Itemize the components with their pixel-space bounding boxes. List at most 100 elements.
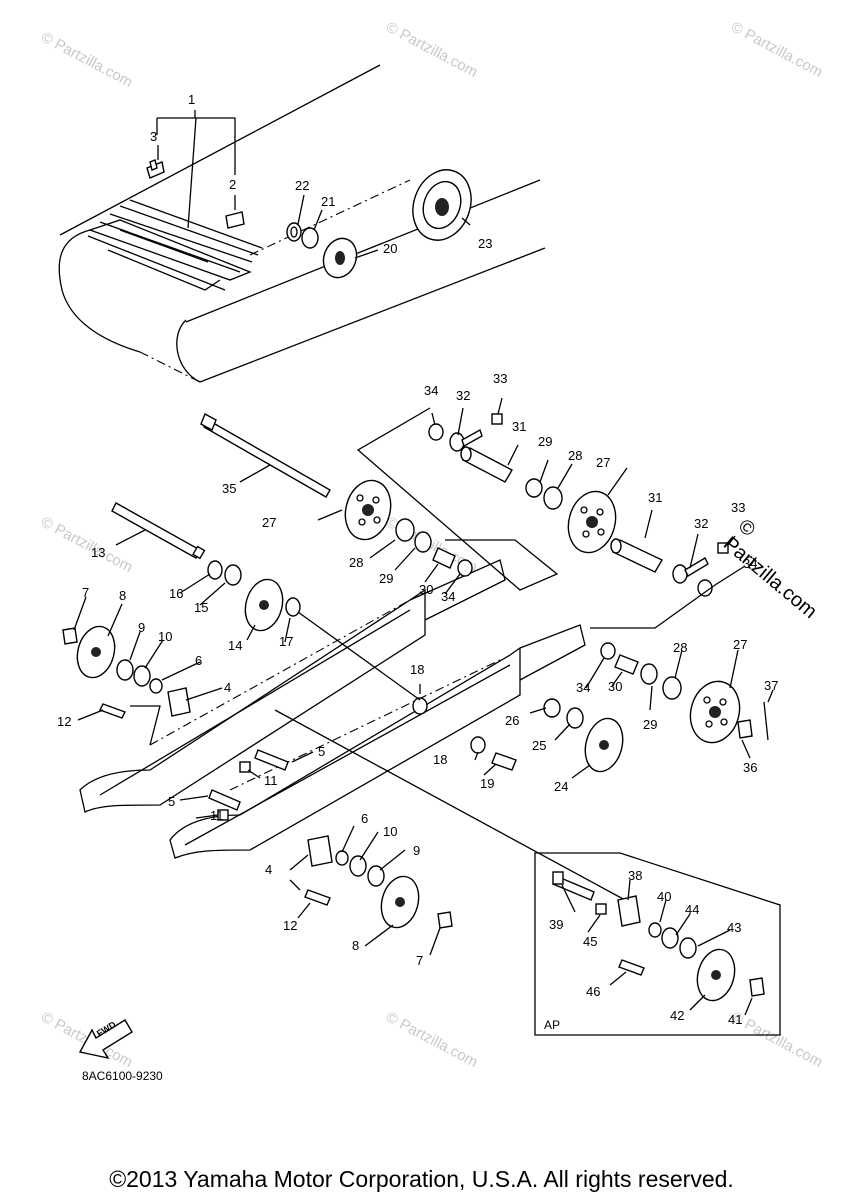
- wheel-part-27-a: [344, 479, 392, 541]
- callout-30: 30: [419, 582, 433, 597]
- callout-17: 17: [279, 634, 293, 649]
- fwd-arrow-icon: [78, 1019, 133, 1060]
- track-belt: [58, 64, 546, 383]
- callout-22: 22: [295, 178, 309, 193]
- callout-31: 31: [512, 419, 526, 434]
- callout-6: 6: [361, 811, 368, 826]
- callout-12: 12: [283, 918, 297, 933]
- slide-rails: [79, 559, 586, 859]
- callout-28: 28: [349, 555, 363, 570]
- callout-2: 2: [229, 177, 236, 192]
- bearing-part-28: [543, 486, 563, 510]
- washer-part-6: [335, 850, 349, 866]
- bearing-part-43: [679, 937, 697, 959]
- callout-3: 3: [150, 129, 157, 144]
- callout-20: 20: [383, 241, 397, 256]
- watermark: © Partzilla.com: [383, 19, 480, 81]
- callout-39: 39: [549, 917, 563, 932]
- callout-7: 7: [416, 953, 423, 968]
- bolt-part-5: [254, 749, 289, 771]
- callout-5: 5: [318, 744, 325, 759]
- callout-29: 29: [643, 717, 657, 732]
- leaders-top: [156, 110, 471, 259]
- bracket-part-4: [307, 835, 333, 867]
- callout-24: 24: [554, 779, 568, 794]
- callout-6: 6: [195, 653, 202, 668]
- callout-33: 33: [731, 500, 745, 515]
- callout-labels: 1234455667788991010111112121314151617181…: [57, 92, 778, 1027]
- bolt-part-5: [208, 789, 241, 811]
- nut-part-11: [239, 761, 251, 773]
- callout-4: 4: [224, 680, 231, 695]
- ring-part-29: [525, 478, 543, 498]
- callout-29: 29: [379, 571, 393, 586]
- bearing-part-28: [395, 518, 415, 542]
- callout-45: 45: [583, 934, 597, 949]
- callout-32: 32: [456, 388, 470, 403]
- callout-34: 34: [743, 556, 757, 571]
- bolt-part-32: [672, 564, 688, 584]
- callout-26: 26: [505, 713, 519, 728]
- shaft-part-13: [111, 502, 206, 560]
- small-parts: [62, 413, 769, 929]
- callout-9: 9: [138, 620, 145, 635]
- callout-28: 28: [568, 448, 582, 463]
- ring-part-10: [133, 665, 151, 687]
- callout-18: 18: [410, 662, 424, 677]
- nut-part-45: [595, 903, 607, 915]
- callout-9: 9: [413, 843, 420, 858]
- bolt-part-46: [618, 959, 645, 976]
- bolt-part-32: [449, 432, 465, 452]
- callout-11: 11: [264, 773, 278, 788]
- callout-10: 10: [383, 824, 397, 839]
- bolt-part-19: [491, 752, 517, 771]
- callout-25: 25: [532, 738, 546, 753]
- collar-part-25: [566, 707, 584, 729]
- nut-part-41: [749, 977, 765, 997]
- callout-41: 41: [728, 1012, 742, 1027]
- callout-31: 31: [648, 490, 662, 505]
- collar-part-30: [614, 654, 639, 675]
- washer-part-40: [648, 922, 662, 938]
- callout-27: 27: [733, 637, 747, 652]
- callout-23: 23: [478, 236, 492, 251]
- bearing-part-28: [662, 676, 682, 700]
- washer-part-34: [428, 423, 444, 441]
- bolt-part-12: [99, 703, 126, 719]
- wheel-part-20: [322, 237, 358, 279]
- clip-part-3: [146, 159, 165, 179]
- callout-10: 10: [158, 629, 172, 644]
- callout-13: 13: [91, 545, 105, 560]
- washer-part-6: [149, 678, 163, 694]
- collar-part-15: [224, 564, 242, 586]
- ring-part-29: [640, 663, 658, 685]
- callout-33: 33: [493, 371, 507, 386]
- ap-inset: [534, 852, 781, 1036]
- clip-part-2: [225, 211, 245, 229]
- copyright-notice: ©2013 Yamaha Motor Corporation, U.S.A. A…: [109, 1166, 734, 1192]
- callout-8: 8: [352, 938, 359, 953]
- callout-34: 34: [441, 589, 455, 604]
- nut-part-7: [62, 627, 78, 645]
- nut-part-36: [737, 719, 753, 739]
- callout-42: 42: [670, 1008, 684, 1023]
- watermark: © Partzilla.com: [728, 1009, 825, 1071]
- callout-12: 12: [57, 714, 71, 729]
- collar-part-21: [301, 227, 319, 249]
- callout-18: 18: [433, 752, 447, 767]
- callout-37: 37: [764, 678, 778, 693]
- callout-19: 19: [480, 776, 494, 791]
- callout-14: 14: [228, 638, 242, 653]
- callout-32: 32: [694, 516, 708, 531]
- callout-44: 44: [685, 902, 699, 917]
- nut-part-33: [491, 413, 503, 425]
- callout-11: 11: [210, 808, 224, 823]
- callout-29: 29: [538, 434, 552, 449]
- callout-43: 43: [727, 920, 741, 935]
- diagram-code: 8AC6100-9230: [82, 1069, 163, 1083]
- callout-28: 28: [673, 640, 687, 655]
- washer-part-18: [412, 697, 428, 715]
- bearing-part-9: [116, 659, 134, 681]
- bearing-part-9: [367, 865, 385, 887]
- shaft-part-35: [200, 413, 331, 498]
